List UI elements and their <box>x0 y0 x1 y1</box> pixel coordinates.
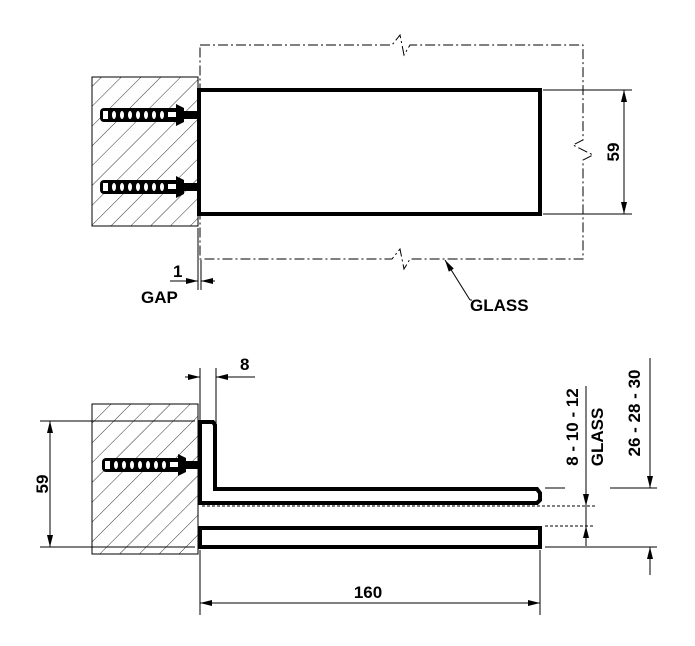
height-dimension: 59 <box>604 143 623 162</box>
section-height-dimension: 59 <box>33 475 52 494</box>
bracket-profile <box>198 420 542 505</box>
overall-dimension: 26 - 28 - 30 <box>625 370 644 457</box>
section-view: 8 59 160 8 - 10 - 12 GLASS 26 - 28 - 30 <box>33 355 657 615</box>
gap-value: 1 <box>173 262 182 281</box>
bracket-lower-leg <box>198 526 542 549</box>
glass-thickness-dimension: 8 - 10 - 12 <box>563 388 582 466</box>
thickness-dimension: 8 <box>240 355 249 374</box>
bracket-plate <box>197 88 542 216</box>
glass-outline <box>199 33 595 271</box>
wall-section <box>91 403 199 555</box>
wall-section <box>91 76 199 227</box>
length-dimension: 160 <box>354 583 382 602</box>
top-view: 59 1 GAP GLASS <box>91 33 632 315</box>
glass-leader <box>444 259 471 301</box>
gap-label: GAP <box>141 288 178 307</box>
section-glass-label: GLASS <box>588 408 607 467</box>
glass-label: GLASS <box>470 296 529 315</box>
